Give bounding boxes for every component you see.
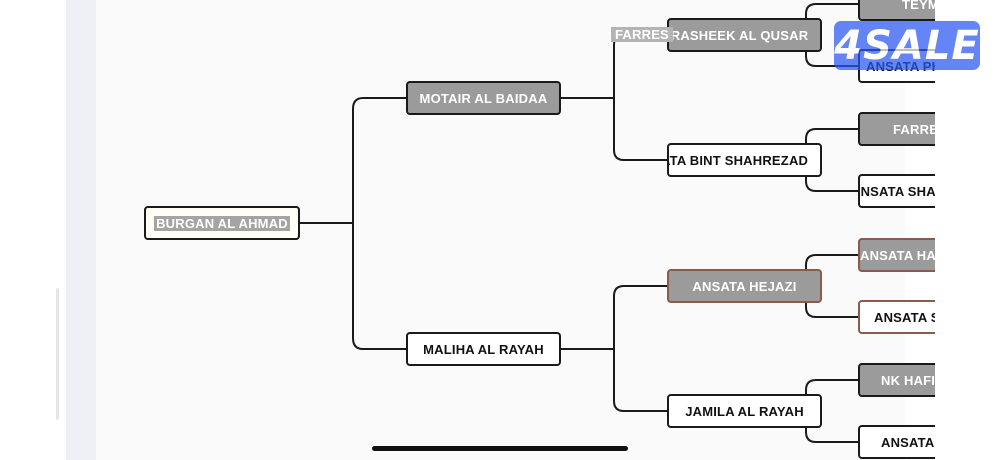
dam-dam-label: JAMILA AL RAYAH — [685, 403, 804, 419]
right-margin — [935, 0, 1000, 460]
g4-label-8: ANSATA — [881, 434, 935, 450]
dam-node[interactable]: MALIHA AL RAYAH — [406, 332, 561, 366]
g4-label-4: ANSATA SHA — [858, 183, 936, 199]
sire-dam-label: ANSATA BINT SHAHREZAD — [669, 152, 809, 168]
sire-label: MOTAIR AL BAIDAA — [419, 90, 548, 106]
sire-sire-node[interactable]: FARRES RASHEEK AL QUSAR — [667, 18, 822, 52]
left-rail — [66, 0, 96, 460]
pedigree-subject[interactable]: BURGAN AL AHMAD — [144, 206, 300, 240]
sire-dam-node[interactable]: ANSATA BINT SHAHREZAD — [667, 143, 822, 177]
home-indicator[interactable] — [372, 446, 628, 451]
watermark-logo-text: 4SALE — [834, 22, 980, 69]
dam-sire-label: ANSATA HEJAZI — [692, 278, 797, 294]
g4-label-3: FARRE — [893, 121, 939, 137]
dam-sire-node[interactable]: ANSATA HEJAZI — [667, 269, 822, 303]
g4-label-1: TEYM — [902, 0, 939, 12]
sire-sire-name-overlay: FARRES — [611, 27, 673, 42]
watermark-logo: 4SALE — [834, 21, 980, 70]
scroll-indicator — [56, 288, 59, 420]
sire-sire-label: FARRES RASHEEK AL QUSAR — [669, 27, 809, 43]
g4-label-7: NK HAFI — [881, 372, 936, 388]
sire-node[interactable]: MOTAIR AL BAIDAA — [406, 81, 561, 115]
pedigree-subject-label: BURGAN AL AHMAD — [154, 215, 290, 231]
g4-label-5: ANSATA HA — [860, 247, 936, 263]
dam-label: MALIHA AL RAYAH — [423, 341, 544, 357]
g4-label-6: ANSATA S — [874, 309, 940, 325]
dam-dam-node[interactable]: JAMILA AL RAYAH — [667, 394, 822, 428]
left-margin — [0, 0, 66, 460]
